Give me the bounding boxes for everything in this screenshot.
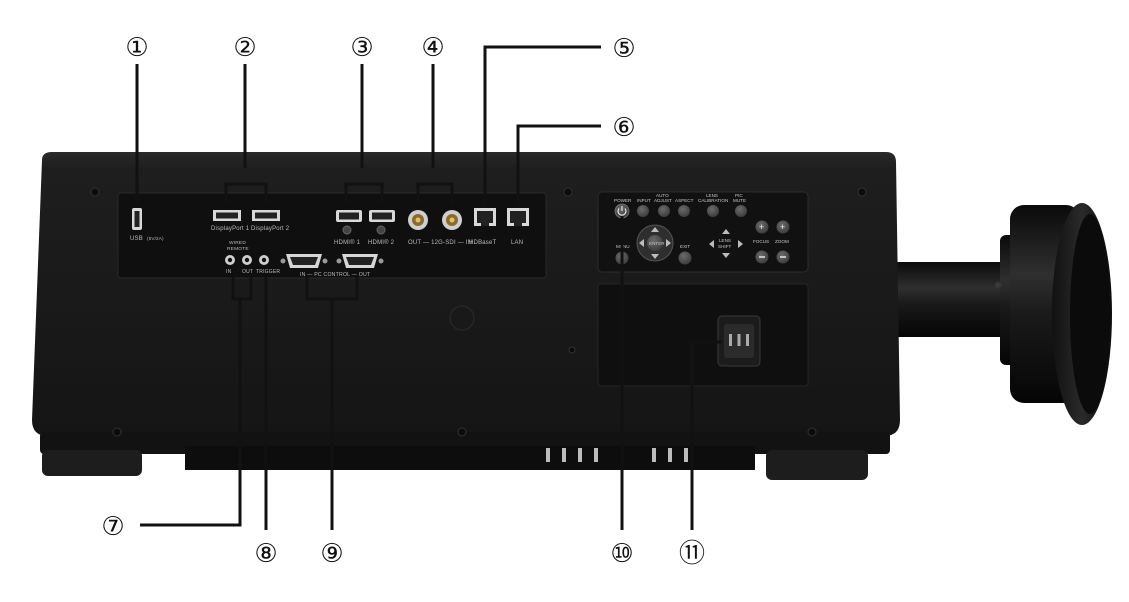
enter-label: ENTER: [649, 241, 665, 246]
lan-label: LAN: [511, 240, 523, 246]
exit-button[interactable]: [678, 251, 692, 265]
trigger-jack[interactable]: [259, 255, 269, 265]
pic-mute-label-1: PIC: [735, 193, 743, 198]
pc-control-label: IN — PC CONTROL — OUT: [300, 272, 371, 278]
sdi-in-port[interactable]: [442, 210, 462, 230]
left-arrow-icon[interactable]: [639, 239, 644, 247]
down-arrow-icon[interactable]: [651, 254, 659, 259]
sdi-out-port[interactable]: [408, 210, 428, 230]
leader-lines: [135, 45, 722, 530]
callout-9: ⑨: [320, 539, 343, 569]
lens-shift-up-icon[interactable]: [722, 229, 730, 234]
trigger-label: TRIGGER: [256, 269, 280, 275]
displayport-2-port[interactable]: [252, 210, 280, 221]
direction-pad: ENTER: [636, 224, 674, 262]
control-panel: POWER INPUT AUTO ADJUST ASPECT LENS CALI…: [597, 191, 809, 387]
wired-remote-in-jack[interactable]: [225, 255, 235, 265]
right-arrow-icon[interactable]: [666, 239, 671, 247]
hdmi-2-label: HDMI® 2: [368, 239, 395, 246]
callout-11: ⑪: [679, 539, 705, 569]
wired-label-line2: REMOTE: [227, 246, 249, 252]
power-label: POWER: [614, 198, 632, 203]
callout-7: ⑦: [101, 512, 124, 542]
sdi-label: OUT — 12G-SDI — IN: [408, 240, 472, 246]
auto-adjust-label-2: ADJUST: [654, 198, 672, 203]
input-label: INPUT: [637, 198, 651, 203]
hdbaset-port[interactable]: [474, 208, 496, 226]
hdbaset-label: HDBaseT: [469, 240, 497, 246]
lens-shift-right-icon[interactable]: [738, 240, 743, 248]
power-button[interactable]: [614, 203, 630, 219]
callout-8: ⑧: [254, 539, 277, 569]
lan-port[interactable]: [507, 208, 529, 226]
minus-icon: [759, 256, 765, 258]
displayport-1-label: DisplayPort 1: [211, 226, 250, 232]
lens-calibration-button[interactable]: [707, 205, 719, 217]
remote-out-label: OUT: [242, 269, 253, 275]
pc-control-out-port[interactable]: [336, 254, 384, 268]
pc-control-in-port[interactable]: [280, 254, 328, 268]
pic-mute-button[interactable]: [735, 205, 747, 217]
lens-calibration-label-2: CALIBRATION: [698, 198, 728, 203]
aspect-label: ASPECT: [675, 198, 694, 203]
displayport-2-label: DisplayPort 2: [251, 226, 290, 232]
lens-calibration-label-1: LENS: [706, 193, 718, 198]
lens-assembly: [895, 203, 1112, 425]
up-arrow-icon[interactable]: [651, 227, 659, 232]
callout-numbers: ① ② ③ ④ ⑤ ⑥ ⑦ ⑧ ⑨ ⑩ ⑪: [101, 33, 705, 569]
ac-inlet[interactable]: [717, 315, 761, 367]
pic-mute-label-2: MUTE: [733, 198, 746, 203]
wired-remote-out-jack[interactable]: [242, 255, 252, 265]
aspect-button[interactable]: [678, 205, 690, 217]
zoom-plus-button[interactable]: [776, 220, 790, 234]
remote-in-label: IN: [226, 269, 232, 275]
hdmi-1-port[interactable]: [336, 210, 362, 235]
callout-6: ⑥: [612, 113, 635, 143]
power-inlet-panel: [597, 283, 809, 387]
focus-plus-button[interactable]: [755, 220, 769, 234]
lens-shift-control: LENS SHIFT: [709, 229, 743, 258]
hdmi-2-port[interactable]: [369, 210, 395, 235]
lens-shift-left-icon[interactable]: [709, 240, 714, 248]
lens-shift-label-2: SHIFT: [718, 244, 731, 249]
callout-3: ③: [350, 33, 373, 63]
callout-4: ④: [421, 33, 444, 63]
callout-5: ⑤: [612, 34, 635, 64]
usb-rating-label: (5V/2A): [147, 236, 164, 241]
auto-adjust-label-1: AUTO: [656, 193, 669, 198]
callout-1: ①: [125, 33, 148, 63]
exit-label: EXIT: [680, 244, 690, 249]
plus-icon: +: [780, 222, 785, 232]
minus-icon: [780, 256, 786, 258]
io-panel: USB (5V/2A) DisplayPort 1 DisplayPort 2 …: [117, 192, 547, 279]
lens-shift-label-1: LENS: [719, 238, 731, 243]
input-button[interactable]: [637, 205, 649, 217]
wired-label-line1: WIRED: [229, 240, 246, 246]
plus-icon: +: [759, 222, 764, 232]
callout-2: ②: [233, 33, 256, 63]
auto-adjust-button[interactable]: [658, 205, 670, 217]
lens-shift-down-icon[interactable]: [722, 253, 730, 258]
usb-port[interactable]: [132, 208, 142, 230]
enter-button[interactable]: [647, 235, 663, 251]
displayport-1-port[interactable]: [213, 210, 241, 221]
focus-label: FOCUS: [753, 239, 769, 244]
usb-label: USB: [130, 236, 143, 242]
zoom-label: ZOOM: [775, 239, 789, 244]
callout-10: ⑩: [610, 539, 633, 569]
hdmi-1-label: HDMI® 1: [334, 239, 361, 246]
power-icon: [617, 208, 627, 216]
